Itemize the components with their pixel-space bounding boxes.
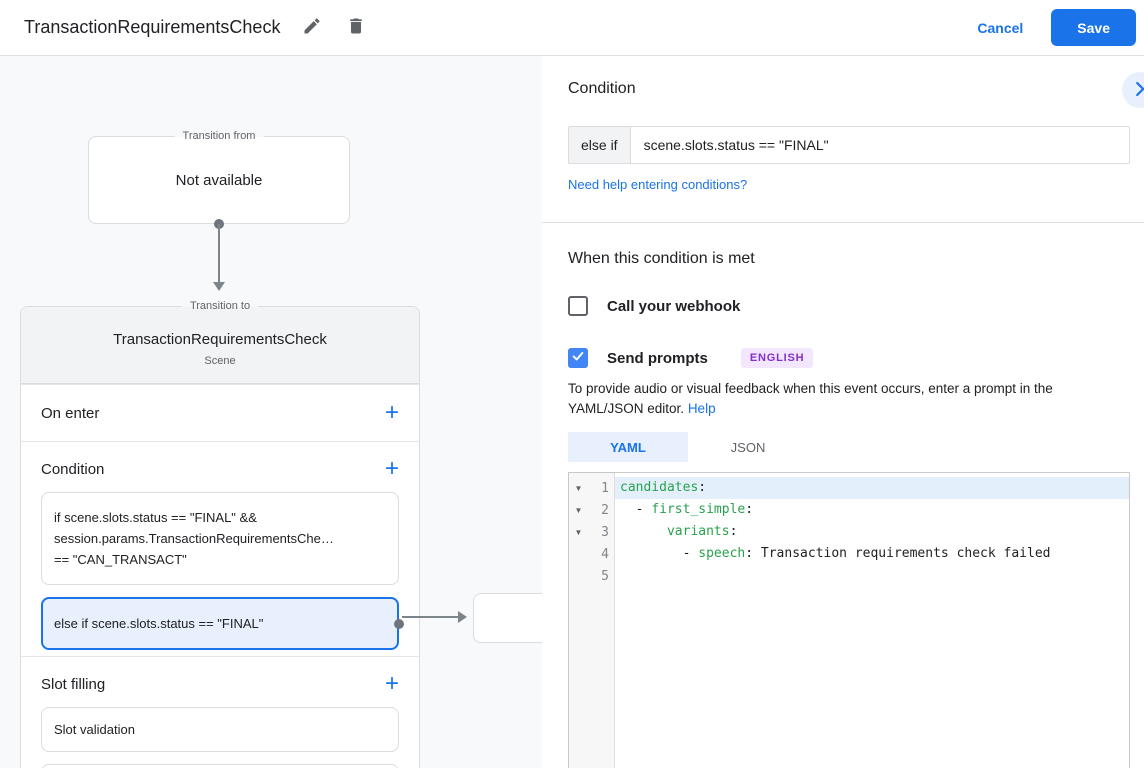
fold-arrow-icon[interactable]: ▼	[569, 528, 588, 537]
add-on-enter-button[interactable]: +	[385, 403, 399, 423]
line-number: 4	[588, 547, 614, 562]
on-enter-section: On enter +	[21, 384, 419, 441]
editor-gutter: ▼1 ▼2 ▼3 4 5	[569, 473, 615, 768]
slot-filling-label: Slot filling	[41, 676, 105, 693]
on-enter-label: On enter	[41, 405, 99, 422]
add-condition-button[interactable]: +	[385, 459, 399, 479]
prompts-description-text: To provide audio or visual feedback when…	[568, 381, 1053, 416]
condition-editor-section: Condition else if Need help entering con…	[542, 56, 1144, 223]
scene-card: Transition to TransactionRequirementsChe…	[20, 306, 420, 768]
scene-card-subtitle: Scene	[31, 355, 409, 367]
editor-format-tabs: YAML JSON	[568, 432, 1130, 462]
send-prompts-checkbox[interactable]	[568, 348, 588, 368]
condition-prefix-label: else if	[568, 126, 630, 164]
call-webhook-label: Call your webhook	[607, 298, 740, 315]
slot-filling-section: Slot filling + Slot validation Transacti…	[21, 656, 419, 768]
editor-code-area[interactable]: candidates: - first_simple: variants: - …	[615, 473, 1129, 768]
condition-detail-panel: Condition else if Need help entering con…	[542, 56, 1144, 768]
code-line: candidates:	[615, 477, 1129, 499]
save-button[interactable]: Save	[1051, 9, 1136, 46]
conditions-help-link[interactable]: Need help entering conditions?	[568, 177, 747, 192]
arrow-down-icon	[213, 282, 225, 291]
condition-section: Condition + if scene.slots.status == "FI…	[21, 441, 419, 656]
call-webhook-checkbox[interactable]	[568, 296, 588, 316]
condition-item-elseif-selected[interactable]: else if scene.slots.status == "FINAL"	[41, 597, 399, 650]
prompts-description: To provide audio or visual feedback when…	[568, 379, 1130, 419]
condition-text-line: if scene.slots.status == "FINAL" &&	[54, 507, 386, 528]
fold-arrow-icon[interactable]: ▼	[569, 506, 588, 515]
code-line	[615, 565, 1129, 587]
connector-line-vertical	[218, 224, 220, 282]
top-bar: TransactionRequirementsCheck Cancel Save	[0, 0, 1144, 56]
condition-text-line: else if scene.slots.status == "FINAL"	[54, 616, 263, 631]
page-title: TransactionRequirementsCheck	[24, 17, 280, 38]
arrow-right-icon	[458, 611, 467, 623]
send-prompts-label: Send prompts	[607, 350, 708, 367]
transition-to-legend: Transition to	[182, 299, 258, 315]
line-number: 3	[588, 525, 614, 540]
connector-dot	[394, 619, 404, 629]
transition-target-box[interactable]	[473, 593, 542, 643]
condition-expression-input[interactable]	[630, 126, 1130, 164]
line-number: 2	[588, 503, 614, 518]
trash-icon	[346, 16, 366, 39]
tab-json[interactable]: JSON	[688, 432, 808, 462]
fold-arrow-icon[interactable]: ▼	[569, 484, 588, 493]
transition-from-legend: Transition from	[175, 129, 264, 145]
delete-scene-button[interactable]	[344, 16, 368, 40]
scene-card-header[interactable]: TransactionRequirementsCheck Scene	[21, 307, 419, 384]
cancel-button[interactable]: Cancel	[977, 20, 1023, 36]
tab-yaml[interactable]: YAML	[568, 432, 688, 462]
code-line: - speech: Transaction requirements check…	[615, 543, 1129, 565]
add-slot-button[interactable]: +	[385, 674, 399, 694]
condition-text-line: == "CAN_TRANSACT"	[54, 549, 386, 570]
checkmark-icon	[571, 349, 585, 368]
chevron-right-icon	[1129, 78, 1144, 103]
when-condition-met-section: When this condition is met Call your web…	[542, 223, 1144, 768]
pencil-icon	[302, 16, 322, 39]
condition-item-if[interactable]: if scene.slots.status == "FINAL" && sess…	[41, 492, 399, 585]
when-met-title: When this condition is met	[568, 250, 1130, 268]
webhook-checkbox-row: Call your webhook	[568, 296, 1130, 316]
condition-text-line: session.params.TransactionRequirementsCh…	[54, 528, 386, 549]
transition-from-value: Not available	[176, 172, 263, 189]
code-line: variants:	[615, 521, 1129, 543]
slot-item-validation[interactable]: Slot validation	[41, 707, 399, 752]
yaml-code-editor[interactable]: ▼1 ▼2 ▼3 4 5 candidates: - first_simple:…	[568, 472, 1130, 768]
condition-label: Condition	[41, 461, 104, 478]
scene-flow-canvas: Transition from Not available Transition…	[0, 56, 542, 768]
send-prompts-checkbox-row: Send prompts ENGLISH	[568, 348, 1130, 368]
panel-title: Condition	[568, 80, 1130, 98]
prompts-help-link[interactable]: Help	[688, 401, 716, 416]
edit-scene-button[interactable]	[300, 16, 324, 40]
scene-card-title: TransactionRequirementsCheck	[31, 331, 409, 348]
line-number: 1	[588, 481, 614, 496]
language-badge: ENGLISH	[741, 348, 814, 368]
code-line: - first_simple:	[615, 499, 1129, 521]
transition-from-box: Transition from Not available	[88, 136, 350, 224]
slot-item-transaction-check[interactable]: TransactionRequirementsCheck	[41, 764, 399, 768]
line-number: 5	[588, 569, 614, 584]
connector-line-horizontal	[402, 616, 460, 618]
